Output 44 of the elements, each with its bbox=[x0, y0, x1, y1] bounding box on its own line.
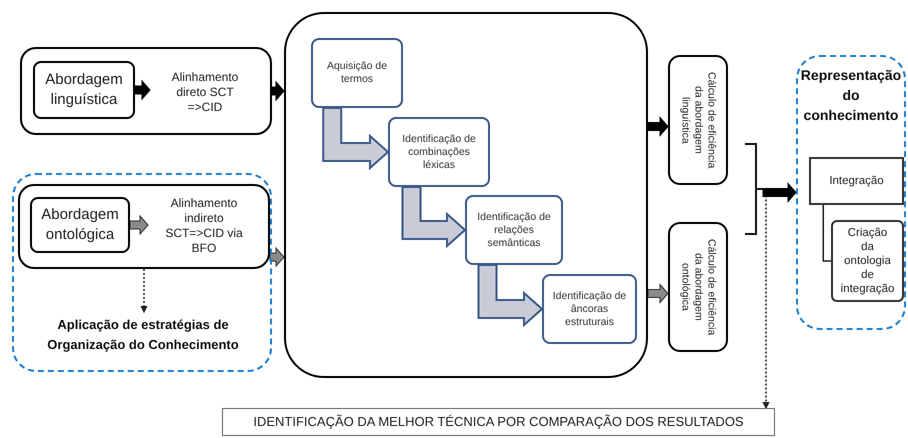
block-arrow bbox=[272, 80, 285, 102]
group-box bbox=[20, 47, 272, 135]
dashed-group bbox=[796, 55, 906, 330]
box-label: Cálculo de eficiência da abordagem linguística bbox=[678, 70, 718, 170]
process-box bbox=[668, 55, 728, 185]
step-text: Alinhamento indireto SCT=>CID via BFO bbox=[164, 196, 244, 256]
box-label: Identificação de âncoras estruturais bbox=[552, 290, 628, 328]
block-arrow bbox=[322, 107, 390, 170]
process-box bbox=[311, 38, 403, 108]
box-label: Integração bbox=[829, 174, 884, 188]
block-arrow bbox=[648, 283, 669, 304]
group-heading: Representação do conhecimento bbox=[800, 66, 902, 125]
box-label: Identificação de relações semânticas bbox=[476, 210, 552, 250]
dotted-arrow bbox=[762, 194, 770, 410]
box-label: Abordagem linguística bbox=[44, 70, 124, 110]
group-box bbox=[284, 12, 648, 378]
process-box bbox=[831, 220, 904, 302]
box-label: IDENTIFICAÇÃO DA MELHOR TÉCNICA POR COMPARAÇÃO DOS RESULTADOS bbox=[253, 414, 744, 430]
box-label: Identificação de combinações léxicas bbox=[401, 132, 477, 172]
process-box bbox=[33, 61, 135, 119]
process-box bbox=[388, 117, 490, 187]
block-arrow bbox=[270, 246, 285, 268]
box-label: Abordagem ontológica bbox=[40, 205, 120, 245]
block-arrow bbox=[762, 182, 797, 203]
block-arrow bbox=[402, 186, 466, 248]
dotted-arrow bbox=[140, 269, 148, 314]
process-box bbox=[30, 197, 130, 253]
process-box bbox=[809, 157, 904, 205]
box-label: Aquisição de termos bbox=[326, 60, 388, 86]
process-box bbox=[542, 274, 637, 344]
box-label: Cálculo de eficiência da abordagem ontológica bbox=[678, 238, 718, 338]
note-text: Aplicação de estratégias de Organização do Conhecimento bbox=[46, 316, 240, 354]
connector-line bbox=[822, 205, 831, 262]
block-arrow bbox=[648, 116, 669, 137]
block-arrow bbox=[134, 80, 151, 100]
block-arrow bbox=[478, 264, 544, 328]
dashed-group bbox=[12, 173, 272, 372]
process-box bbox=[668, 222, 728, 352]
step-text: Alinhamento direto SCT =>CID bbox=[170, 70, 240, 114]
process-box bbox=[465, 195, 563, 265]
group-box bbox=[18, 184, 270, 269]
box-label: Criação da ontologia de integração bbox=[840, 226, 894, 296]
result-box bbox=[222, 408, 775, 436]
block-arrow bbox=[130, 214, 149, 236]
